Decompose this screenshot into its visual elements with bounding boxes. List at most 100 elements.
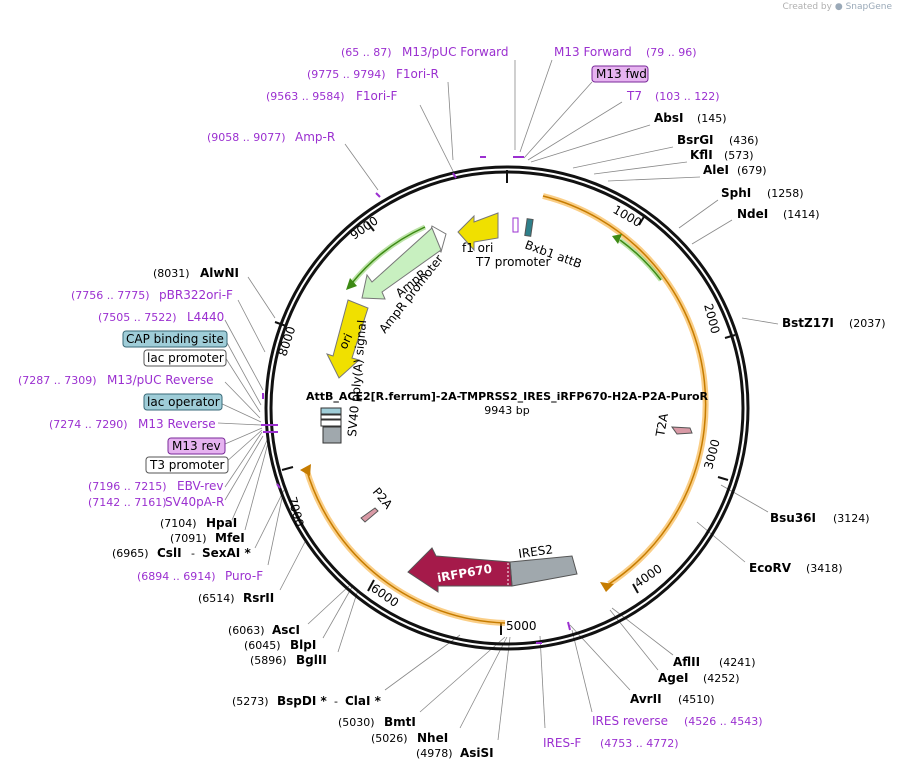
lac-promoter-block bbox=[320, 414, 342, 420]
watermark-brand: SnapGene bbox=[845, 2, 892, 12]
tick-label: 6000 bbox=[368, 581, 401, 610]
feature-label-p2a: P2A bbox=[370, 485, 396, 512]
primer-range-f1ori-f: (9563 .. 9584) bbox=[266, 90, 345, 103]
ampr-arrow bbox=[361, 227, 442, 300]
m13-rev-box bbox=[167, 437, 226, 455]
enzyme-pos-aflii: (4241) bbox=[719, 656, 756, 669]
enzyme-name-bmti: BmtI bbox=[384, 715, 416, 729]
green-arc-right bbox=[618, 237, 663, 282]
primer-range-m13-reverse: (7274 .. 7290) bbox=[49, 418, 128, 431]
enzyme-pos-bglii: (5896) bbox=[250, 654, 287, 667]
cap-binding-site-box bbox=[122, 330, 228, 348]
m13-fwd-box bbox=[591, 65, 649, 83]
enzyme-name-bsrgi: BsrGI bbox=[677, 133, 714, 147]
primer-name-ires-f: IRES-F bbox=[543, 736, 581, 750]
primer-range-t7: (103 .. 122) bbox=[655, 90, 720, 103]
t3-promoter-block bbox=[320, 419, 342, 427]
primer-name-f1ori-f: F1ori-F bbox=[356, 89, 397, 103]
primer-range-ires-f: (4753 .. 4772) bbox=[600, 737, 679, 750]
t2a-block bbox=[670, 426, 693, 435]
lac-promoter-box-label: lac promoter bbox=[147, 351, 224, 365]
enzyme-name-ndei: NdeI bbox=[737, 207, 768, 221]
enzyme-sep-csli: - bbox=[191, 547, 195, 560]
enzyme-name-hpai: HpaI bbox=[206, 516, 237, 530]
enzyme-pos-bsrgi: (436) bbox=[729, 134, 759, 147]
enzyme-pos-hpai: (7104) bbox=[160, 517, 197, 530]
enzyme-pos-rsrii: (6514) bbox=[198, 592, 235, 605]
enzyme-pos-bstz17i: (2037) bbox=[849, 317, 886, 330]
primer-range-m13-forward: (79 .. 96) bbox=[646, 46, 697, 59]
feature-label-f1-ori: f1 ori bbox=[462, 241, 493, 255]
enzyme-pos-alwni: (8031) bbox=[153, 267, 190, 280]
ori-arrow bbox=[326, 299, 369, 379]
primer-name-puro-f: Puro-F bbox=[225, 569, 263, 583]
enzyme-name-nhei: NheI bbox=[417, 731, 448, 745]
enzyme-name-blpi: BlpI bbox=[290, 638, 316, 652]
primer-range-ires-reverse: (4526 .. 4543) bbox=[684, 715, 763, 728]
primer-range-sv40pa-r: (7142 .. 7161) bbox=[88, 496, 167, 509]
leader-lines bbox=[217, 59, 779, 741]
enzyme-name-asci: AscI bbox=[272, 623, 300, 637]
enzyme-sep-bspdi: - bbox=[334, 695, 338, 708]
enzyme-name-absi: AbsI bbox=[654, 111, 683, 125]
lac-operator-box-label: lac operator bbox=[147, 395, 220, 409]
sv40-polya-block bbox=[322, 426, 342, 444]
green-arc-right-arrowhead bbox=[612, 234, 622, 244]
primer-range-amp-r: (9058 .. 9077) bbox=[207, 131, 286, 144]
t3-promoter-box-label: T3 promoter bbox=[149, 458, 225, 472]
primer-range-m13puc-fwd: (65 .. 87) bbox=[341, 46, 392, 59]
enzyme-name-bspdi: BspDI * bbox=[277, 694, 327, 708]
plasmid-size: 9943 bp bbox=[484, 404, 529, 417]
enzyme-name-alei: AleI bbox=[703, 163, 729, 177]
feature-label-ori: ori bbox=[336, 331, 355, 351]
primer-name-m13puc-rev: M13/pUC Reverse bbox=[107, 373, 214, 387]
enzyme-pos-avrii: (4510) bbox=[678, 693, 715, 706]
t3-promoter-box bbox=[145, 456, 229, 474]
orf-arc-puror-line bbox=[305, 467, 506, 624]
enzyme-name-bstz17i: BstZ17I bbox=[782, 316, 834, 330]
enzyme-name-csli: CslI bbox=[157, 546, 182, 560]
lac-operator-block bbox=[320, 407, 342, 415]
primer-name-amp-r: Amp-R bbox=[295, 130, 335, 144]
enzyme-pos-agei: (4252) bbox=[703, 672, 740, 685]
enzyme-name-aflii: AflII bbox=[673, 655, 700, 669]
enzyme-name-alwni: AlwNI bbox=[200, 266, 239, 280]
orf-arc-puror bbox=[303, 467, 506, 626]
irfp670-arrow bbox=[407, 547, 513, 593]
enzyme-pos-asisi: (4978) bbox=[416, 747, 453, 760]
feature-label-ires2: IRES2 bbox=[517, 542, 553, 561]
green-arc-left-line bbox=[351, 226, 426, 284]
orf-arc-ace2-line bbox=[542, 195, 707, 585]
t7-promoter-marker bbox=[512, 217, 519, 233]
enzyme-pos-absi: (145) bbox=[697, 112, 727, 125]
primer-name-pbr322ori-f: pBR322ori-F bbox=[159, 288, 233, 302]
primer-range-l4440: (7505 .. 7522) bbox=[98, 311, 177, 324]
primer-range-pbr322ori-f: (7756 .. 7775) bbox=[71, 289, 150, 302]
enzyme-pos-sphi: (1258) bbox=[767, 187, 804, 200]
feature-label-t7-promoter: T7 promoter bbox=[475, 255, 551, 269]
bxb1-attb-block bbox=[524, 218, 534, 237]
orf-arc-puror-arrowhead bbox=[300, 464, 311, 476]
enzyme-pos-mfei: (7091) bbox=[170, 532, 207, 545]
f1-ori-arrow bbox=[457, 212, 499, 252]
primer-name-m13puc-fwd: M13/pUC Forward bbox=[402, 45, 509, 59]
green-arc-right-line bbox=[619, 239, 662, 281]
primer-name-ebv-rev: EBV-rev bbox=[177, 479, 223, 493]
primer-range-puro-f: (6894 .. 6914) bbox=[137, 570, 216, 583]
primer-name-f1ori-r: F1ori-R bbox=[396, 67, 439, 81]
cap-binding-site-box-label: CAP binding site bbox=[126, 332, 224, 346]
backbone-outer bbox=[264, 165, 750, 651]
primer-name-l4440: L4440 bbox=[187, 310, 224, 324]
primer-marks bbox=[261, 156, 571, 644]
tick-label: 9000 bbox=[348, 213, 381, 242]
m13-rev-box-label: M13 rev bbox=[172, 439, 221, 453]
plasmid-name: AttB_ACE2[R.ferrum]-2A-TMPRSS2_IRES_iRFP… bbox=[306, 390, 709, 403]
enzyme-pos-alei: (679) bbox=[737, 164, 767, 177]
enzyme-name-ecorv: EcoRV bbox=[749, 561, 792, 575]
enzyme-name-clai: ClaI * bbox=[345, 694, 382, 708]
enzyme-pos-kfli: (573) bbox=[724, 149, 754, 162]
enzyme-pos-csli: (6965) bbox=[112, 547, 149, 560]
enzyme-pos-bspdi: (5273) bbox=[232, 695, 269, 708]
snapgene-watermark: Created by ● SnapGene bbox=[782, 2, 892, 12]
